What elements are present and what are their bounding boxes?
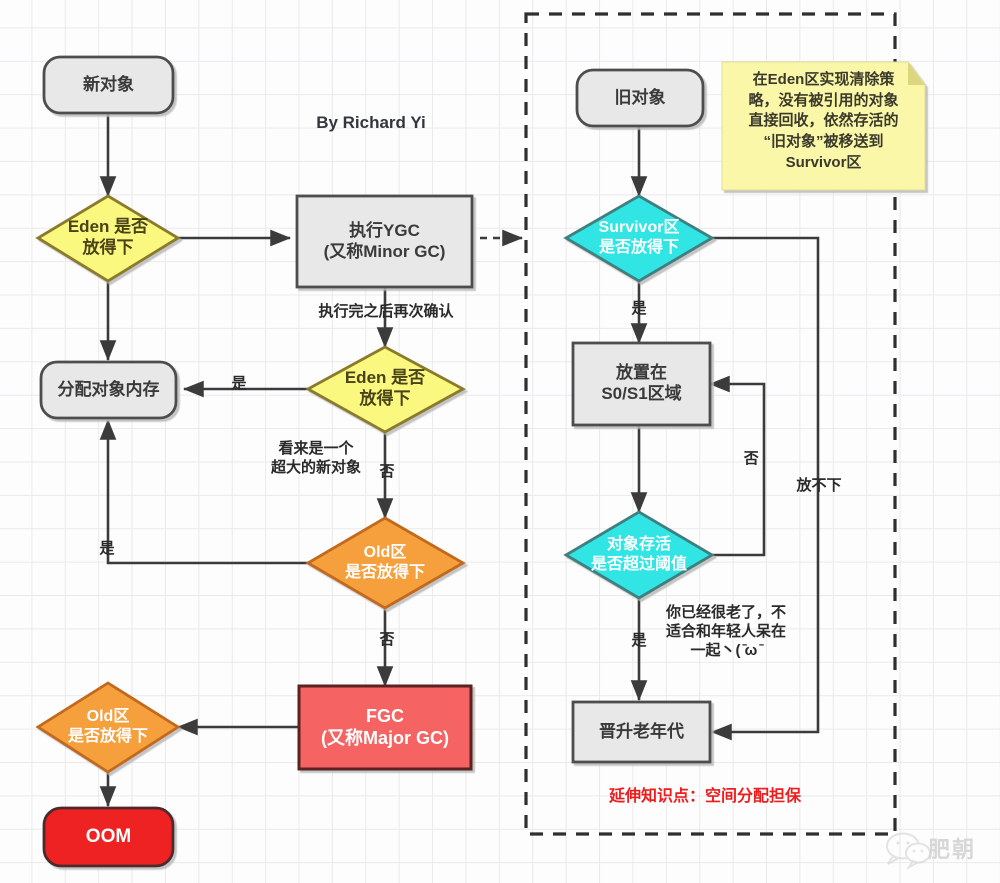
edge-old1-yes-to-alloc <box>99 418 308 565</box>
edge-label-threshold-yes: 是 <box>631 632 647 649</box>
node-fgc[interactable] <box>297 684 473 771</box>
edge-survivor-overflow-to-promote <box>710 236 820 741</box>
edge-threshold-no-to-s0s1 <box>708 375 766 557</box>
watermark: 肥朝 <box>928 832 976 864</box>
young-gen-region-dashed-box <box>524 12 897 836</box>
node-old-object[interactable] <box>575 68 705 128</box>
node-eden-fit-2[interactable] <box>305 345 466 434</box>
edge-label-eden2-no: 否 <box>379 463 395 480</box>
node-eden-fit-1[interactable] <box>35 194 181 283</box>
edge-label-eden2-yes: 是 <box>231 375 247 392</box>
edge-label-huge-object: 看来是一个 超大的新对象 <box>270 440 361 476</box>
edge-label-ygc-recheck: 执行完之后再次确认 <box>318 303 454 320</box>
node-alloc-memory[interactable] <box>39 360 178 420</box>
node-age-threshold[interactable] <box>563 510 715 600</box>
wechat-icon <box>886 832 931 870</box>
footnote-extension: 延伸知识点：空间分配担保 <box>608 788 801 805</box>
watermark-label: 肥朝 <box>928 837 977 862</box>
edge-label-too-old-joke: 你已经很老了，不 适合和年轻人呆在 一起丶( ̄ω ̄ <box>665 604 786 659</box>
node-new-object[interactable] <box>42 55 175 115</box>
node-old-fit-1[interactable] <box>305 516 466 610</box>
node-ygc[interactable] <box>295 194 474 289</box>
node-survivor-fit[interactable] <box>563 194 715 283</box>
byline: By Richard Yi <box>316 113 426 132</box>
edge-label-survivor-yes: 是 <box>631 300 647 317</box>
sticky-note <box>721 61 926 191</box>
edge-label-old1-yes: 是 <box>99 540 115 557</box>
edge-label-threshold-no: 否 <box>741 450 759 465</box>
node-oom[interactable] <box>42 806 175 868</box>
edge-label-old1-no: 否 <box>379 631 395 648</box>
sticky-note-text: 在Eden区实现清除策 略，没有被引用的对象 直接回收，依然存活的 “旧对象”被… <box>748 71 899 171</box>
edge-label-survivor-overflow: 放不下 <box>796 477 842 494</box>
node-old-fit-2[interactable] <box>35 681 181 774</box>
node-promote-old-gen[interactable] <box>571 700 712 764</box>
node-place-s0s1[interactable] <box>571 341 712 427</box>
